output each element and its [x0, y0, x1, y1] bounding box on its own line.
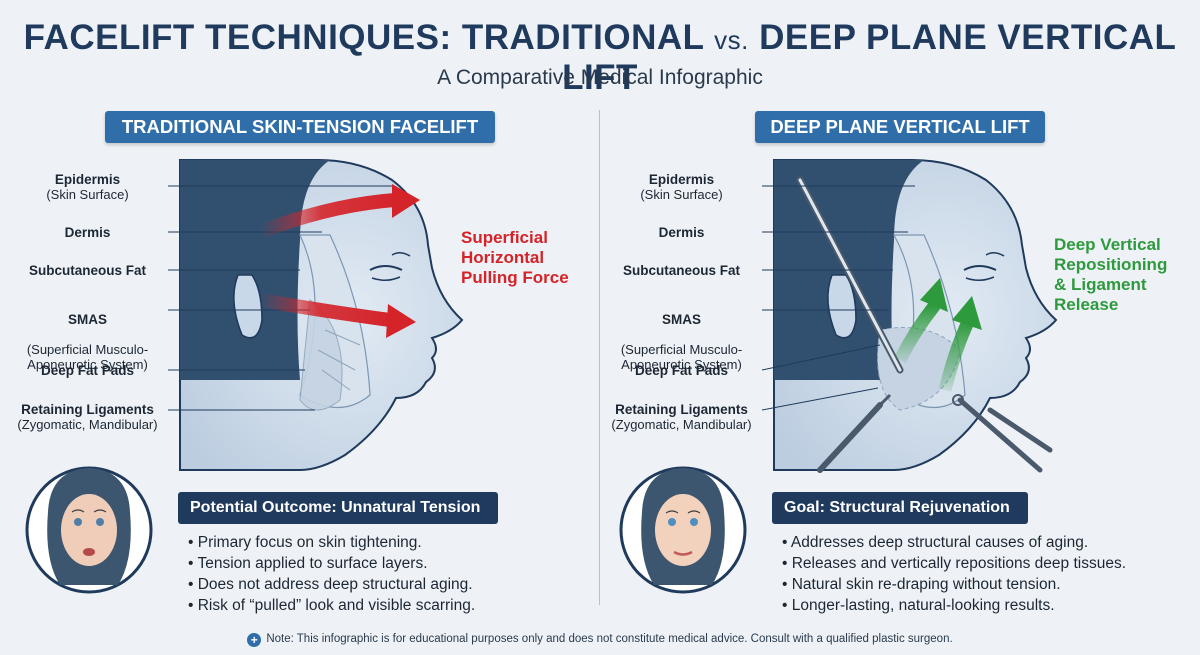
title-right: DEEP PLANE VERTICAL LIFT — [562, 18, 1177, 97]
list-item: Longer-lasting, natural-looking results. — [782, 595, 1126, 616]
left-layer-dermis: Dermis — [64, 225, 111, 240]
list-item: Does not address deep structural aging. — [188, 574, 475, 595]
right-layer-deep-fat-pads: Deep Fat Pads — [634, 363, 729, 378]
left-bullet-list: Primary focus on skin tightening. Tensio… — [188, 532, 475, 616]
surgical-instrument-icon — [796, 176, 904, 473]
left-outcome-title: Potential Outcome: Unnatural Tension — [178, 492, 498, 524]
right-bullet-list: Addresses deep structural causes of agin… — [782, 532, 1126, 616]
page-subtitle: A Comparative Medical Infographic — [437, 66, 763, 89]
right-avatar — [619, 466, 747, 594]
red-arrow-icon — [257, 184, 420, 338]
title-left: FACELIFT TECHNIQUES: TRADITIONAL — [23, 18, 704, 57]
left-layer-epidermis: Epidermis (Skin Surface) — [46, 172, 129, 202]
title-vs: vs. — [714, 25, 749, 55]
right-layer-epidermis: Epidermis (Skin Surface) — [640, 172, 723, 202]
list-item: Releases and vertically repositions deep… — [782, 553, 1126, 574]
right-panel-badge: DEEP PLANE VERTICAL LIFT — [755, 111, 1045, 143]
plus-circle-icon: + — [247, 633, 262, 647]
left-layer-retaining-ligaments: Retaining Ligaments (Zygomatic, Mandibul… — [17, 402, 158, 432]
list-item: Addresses deep structural causes of agin… — [782, 532, 1126, 553]
right-outcome-title: Goal: Structural Rejuvenation — [772, 492, 1028, 524]
right-layer-subcutaneous-fat: Subcutaneous Fat — [622, 263, 740, 278]
footer-note: + Note: This infographic is for education… — [0, 633, 1200, 647]
page-title: FACELIFT TECHNIQUES: TRADITIONAL vs. DEE… — [0, 18, 1200, 98]
list-item: Tension applied to surface layers. — [188, 553, 475, 574]
left-avatar — [25, 466, 153, 594]
right-layer-dermis: Dermis — [658, 225, 705, 240]
left-layer-subcutaneous-fat: Subcutaneous Fat — [28, 263, 146, 278]
panel-divider — [599, 110, 600, 605]
left-face-diagram — [178, 159, 478, 471]
left-force-label: Superficial Horizontal Pulling Force — [461, 228, 569, 287]
green-arrow-icon — [894, 278, 982, 392]
right-layer-retaining-ligaments: Retaining Ligaments (Zygomatic, Mandibul… — [611, 402, 752, 432]
left-layer-deep-fat-pads: Deep Fat Pads — [40, 363, 135, 378]
footer-note-text: Note: This infographic is for educationa… — [266, 633, 953, 645]
left-panel-badge: TRADITIONAL SKIN-TENSION FACELIFT — [105, 111, 495, 143]
right-layer-smas: SMAS (Superficial Musculo- Aponeurotic S… — [620, 312, 743, 372]
list-item: Risk of “pulled” look and visible scarri… — [188, 595, 475, 616]
list-item: Natural skin re-draping without tension. — [782, 574, 1126, 595]
left-layer-smas: SMAS (Superficial Musculo- Aponeurotic S… — [26, 312, 149, 372]
scissors-icon — [952, 394, 1053, 473]
list-item: Primary focus on skin tightening. — [188, 532, 475, 553]
right-pointer-lines — [761, 185, 915, 411]
right-force-label: Deep Vertical Repositioning & Ligament R… — [1054, 235, 1168, 314]
